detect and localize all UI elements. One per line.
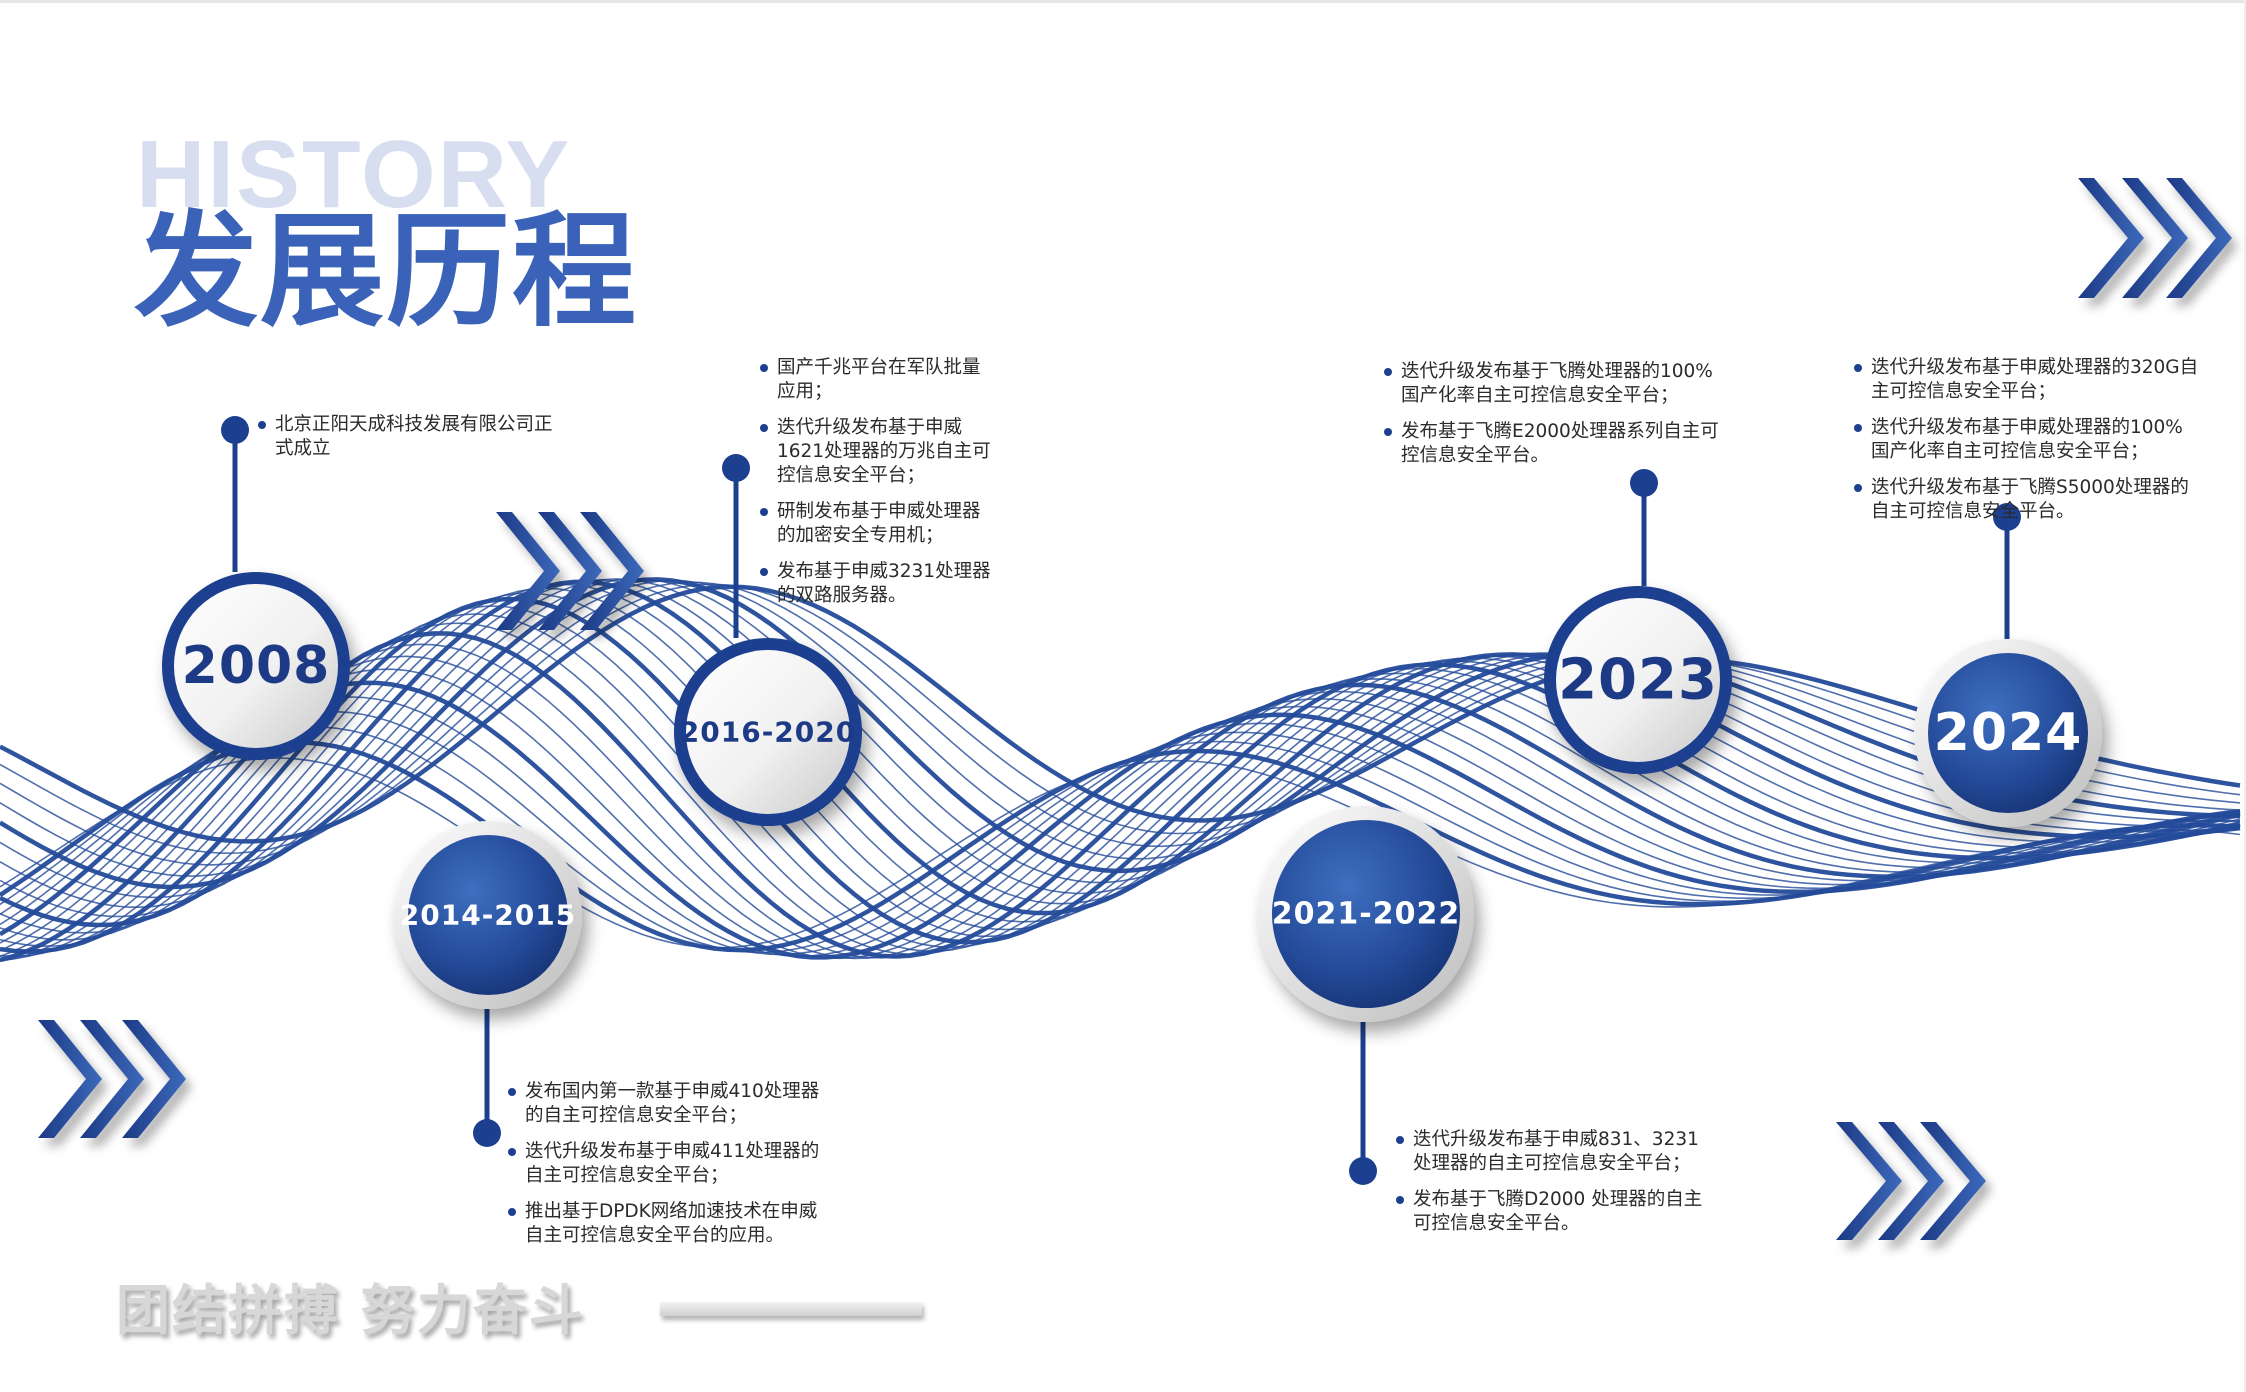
- wave-line: [0, 587, 2241, 941]
- timeline-dot-icon: [473, 1119, 501, 1147]
- milestone-event-item: 迭代升级发布基于申威1621处理器的万兆自主可控信息安全平台；: [760, 416, 992, 488]
- year-badge: [1272, 820, 1460, 1008]
- milestone-node: [1914, 503, 2102, 827]
- year-badge: [1928, 653, 2088, 813]
- chevron-shape: [2122, 178, 2188, 298]
- chevron-shape: [2078, 178, 2144, 298]
- triple-chevron-right-icon: [496, 512, 644, 630]
- milestone-year: 2021-2022: [1271, 896, 1461, 932]
- triple-chevron-right-icon: [2078, 178, 2232, 298]
- milestone-node: [162, 416, 350, 760]
- wave-line: [0, 757, 2241, 949]
- chevron-shape: [1878, 1122, 1944, 1240]
- wave-line: [0, 740, 2241, 953]
- year-badge: [686, 650, 850, 814]
- background-word: HISTORY: [136, 121, 572, 228]
- milestone-event-item: 发布基于飞腾E2000处理器系列自主可控信息安全平台。: [1384, 420, 1720, 468]
- milestone-event-item: 迭代升级发布基于申威处理器的100%国产化率自主可控信息安全平台；: [1854, 416, 2200, 464]
- chevron-shape: [1836, 1122, 1902, 1240]
- slogan-underline: [660, 1302, 922, 1316]
- milestone-year: 2023: [1558, 647, 1718, 713]
- year-badge: [1556, 598, 1720, 762]
- year-badge: [408, 835, 568, 995]
- milestone-event-item: 发布基于申威3231处理器的双路服务器。: [760, 560, 992, 608]
- milestone-node: [1258, 806, 1474, 1185]
- wave-line: [0, 696, 2241, 958]
- year-badge: [174, 584, 338, 748]
- top-divider: [0, 0, 2246, 3]
- wave-line: [0, 581, 2241, 866]
- wave-lines: [0, 577, 2241, 963]
- milestone-event-item: 研制发布基于申威处理器的加密安全专用机；: [760, 500, 992, 548]
- milestone-events: 迭代升级发布基于飞腾处理器的100%国产化率自主可控信息安全平台； 发布基于飞腾E…: [1384, 360, 1720, 480]
- wave-line: [0, 605, 2241, 958]
- milestone-event-item: 北京正阳天成科技发展有限公司正式成立: [258, 413, 558, 461]
- wave-line: [0, 583, 2241, 934]
- chevron-shape: [122, 1020, 186, 1138]
- chevron-shape: [2166, 178, 2232, 298]
- timeline-dot-icon: [221, 416, 249, 444]
- timeline-dot-icon: [1630, 469, 1658, 497]
- wave-line: [0, 578, 2241, 909]
- milestone-event-item: 迭代升级发布基于飞腾S5000处理器的自主可控信息安全平台。: [1854, 476, 2200, 524]
- triple-chevron-right-icon: [1836, 1122, 1986, 1240]
- milestone-events: 迭代升级发布基于申威831、3231处理器的自主可控信息安全平台； 发布基于飞腾D…: [1396, 1128, 1716, 1248]
- wave-line: [0, 631, 2241, 963]
- milestone-year: 2008: [181, 636, 331, 696]
- chevron-shape: [580, 512, 644, 630]
- chevron-shape: [496, 512, 560, 630]
- milestone-event-item: 迭代升级发布基于飞腾处理器的100%国产化率自主可控信息安全平台；: [1384, 360, 1720, 408]
- milestone-event-item: 国产千兆平台在军队批量应用；: [760, 356, 992, 404]
- milestone-node: [394, 821, 582, 1147]
- wave-line: [0, 583, 2241, 855]
- chevron-shape: [1920, 1122, 1986, 1240]
- milestone-event-item: 推出基于DPDK网络加速技术在申威自主可控信息安全平台的应用。: [508, 1200, 830, 1248]
- wave-line: [0, 579, 2241, 928]
- milestone-event-item: 迭代升级发布基于申威处理器的320G自主可控信息安全平台；: [1854, 356, 2200, 404]
- milestone-year: 2024: [1933, 703, 2083, 763]
- chevron-shape: [80, 1020, 144, 1138]
- milestone-events: 国产千兆平台在军队批量应用； 迭代升级发布基于申威1621处理器的万兆自主可控信息…: [760, 356, 992, 620]
- right-divider: [2244, 0, 2246, 1392]
- milestone-events: 迭代升级发布基于申威处理器的320G自主可控信息安全平台； 迭代升级发布基于申威处…: [1854, 356, 2200, 536]
- milestone-event-item: 迭代升级发布基于申威411处理器的自主可控信息安全平台；: [508, 1140, 830, 1188]
- milestone-year: 2014-2015: [399, 898, 577, 932]
- chevron-shape: [538, 512, 602, 630]
- page-title: 发展历程: [134, 200, 639, 344]
- milestone-event-item: 迭代升级发布基于申威831、3231处理器的自主可控信息安全平台；: [1396, 1128, 1716, 1176]
- milestone-event-item: 发布基于飞腾D2000 处理器的自主可控信息安全平台。: [1396, 1188, 1716, 1236]
- milestone-node: [1544, 469, 1732, 774]
- milestone-events: 北京正阳天成科技发展有限公司正式成立: [258, 413, 558, 473]
- chevron-shape: [38, 1020, 102, 1138]
- milestone-events: 发布国内第一款基于申威410处理器的自主可控信息安全平台； 迭代升级发布基于申威4…: [508, 1080, 830, 1260]
- milestone-event-item: 发布国内第一款基于申威410处理器的自主可控信息安全平台；: [508, 1080, 830, 1128]
- wave-line: [0, 578, 2241, 899]
- milestone-year: 2016-2020: [679, 715, 857, 749]
- milestone-node: [674, 454, 862, 826]
- timeline-dot-icon: [722, 454, 750, 482]
- footer-slogan: 团结拼搏 努力奋斗: [116, 1279, 585, 1342]
- triple-chevron-right-icon: [38, 1020, 186, 1138]
- timeline-dot-icon: [1349, 1157, 1377, 1185]
- timeline-dot-icon: [1993, 503, 2021, 531]
